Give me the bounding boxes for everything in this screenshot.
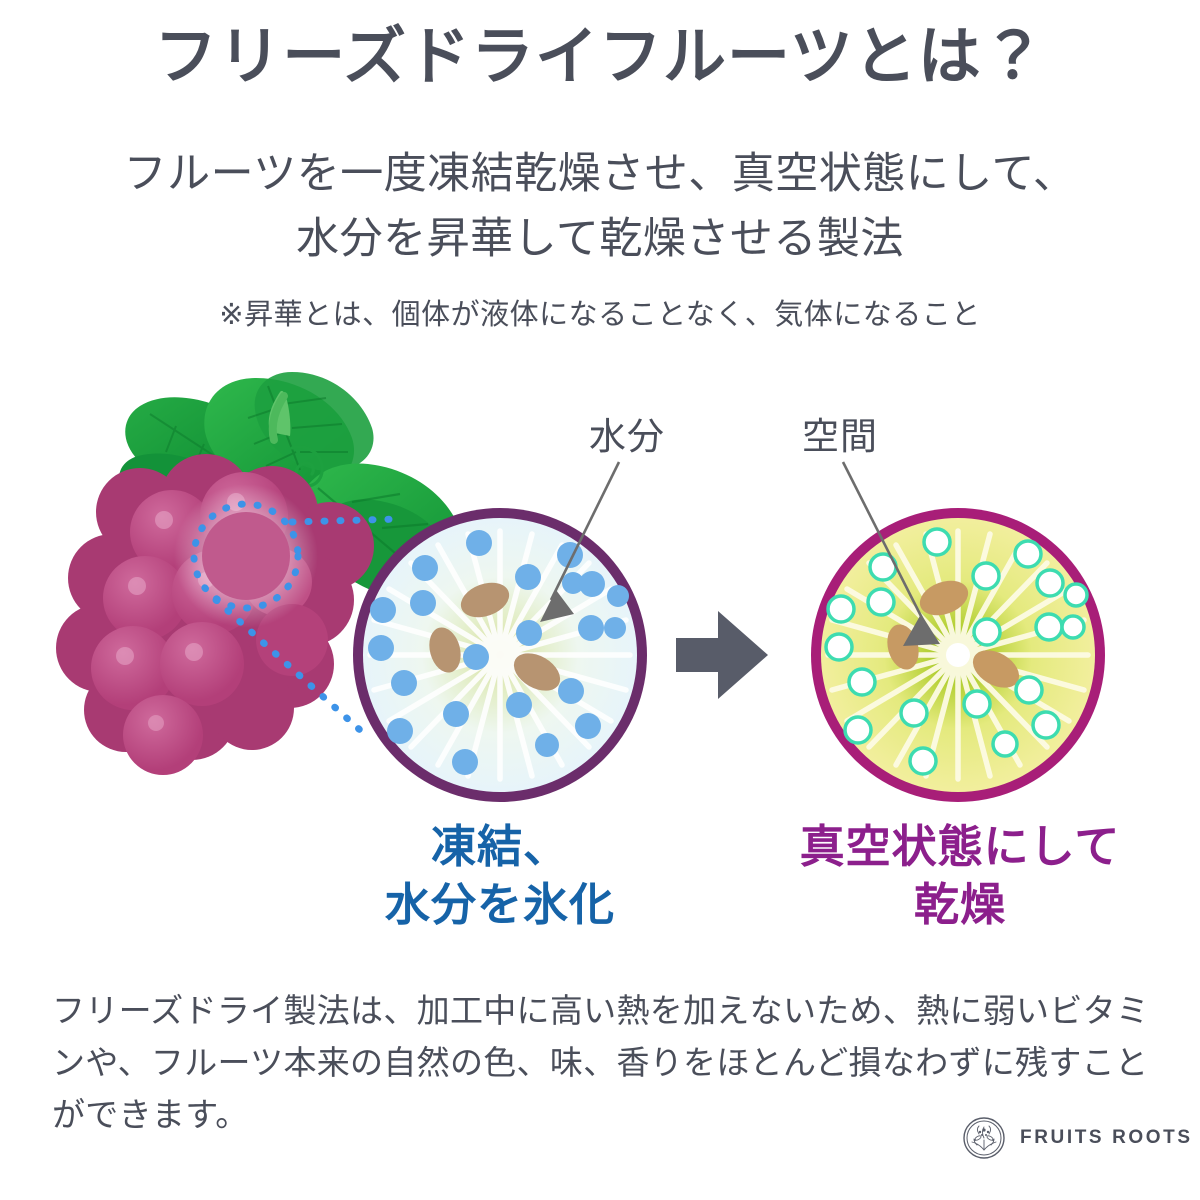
caption-freeze: 凍結、 水分を氷化 bbox=[384, 821, 615, 930]
brand-name: FRUITS ROOTS bbox=[1020, 1127, 1193, 1148]
fruits-roots-emblem-icon bbox=[963, 1117, 1005, 1159]
body-paragraph: フリーズドライ製法は、加工中に高い熱を加えないため、熱に弱いビタミンや、フルーツ… bbox=[52, 992, 1150, 1134]
lead-paragraph: フルーツを一度凍結乾燥させ、真空状態にして、 水分を昇華して乾燥させる製法 bbox=[0, 142, 1200, 273]
label-water: 水分 bbox=[589, 416, 665, 457]
pointer-lines bbox=[549, 461, 927, 625]
dried-grape-cross-section bbox=[811, 508, 1105, 802]
frozen-grape-cross-section bbox=[353, 508, 647, 802]
magnifier-dotted-circle bbox=[190, 500, 404, 734]
brand-logo: FRUITS ROOTS bbox=[962, 1116, 1193, 1160]
seed bbox=[429, 582, 561, 691]
footnote-sublimation: ※昇華とは、個体が液体になることなく、気体になること bbox=[219, 299, 981, 331]
void-dot bbox=[824, 527, 1089, 776]
label-space: 空間 bbox=[802, 416, 878, 457]
pointer-arrowheads bbox=[540, 590, 940, 646]
grape-cluster-illustration bbox=[56, 372, 463, 775]
lead-line-1: フルーツを一度凍結乾燥させ、真空状態にして、 bbox=[123, 150, 1077, 198]
caption-vacuum-dry: 真空状態にして 乾燥 bbox=[799, 821, 1121, 930]
void-dot-center bbox=[946, 643, 970, 667]
page-title: フリーズドライフルーツとは？ bbox=[154, 22, 1046, 92]
arrow-right-icon bbox=[676, 611, 768, 699]
lead-line-2: 水分を昇華して乾燥させる製法 bbox=[296, 215, 904, 264]
